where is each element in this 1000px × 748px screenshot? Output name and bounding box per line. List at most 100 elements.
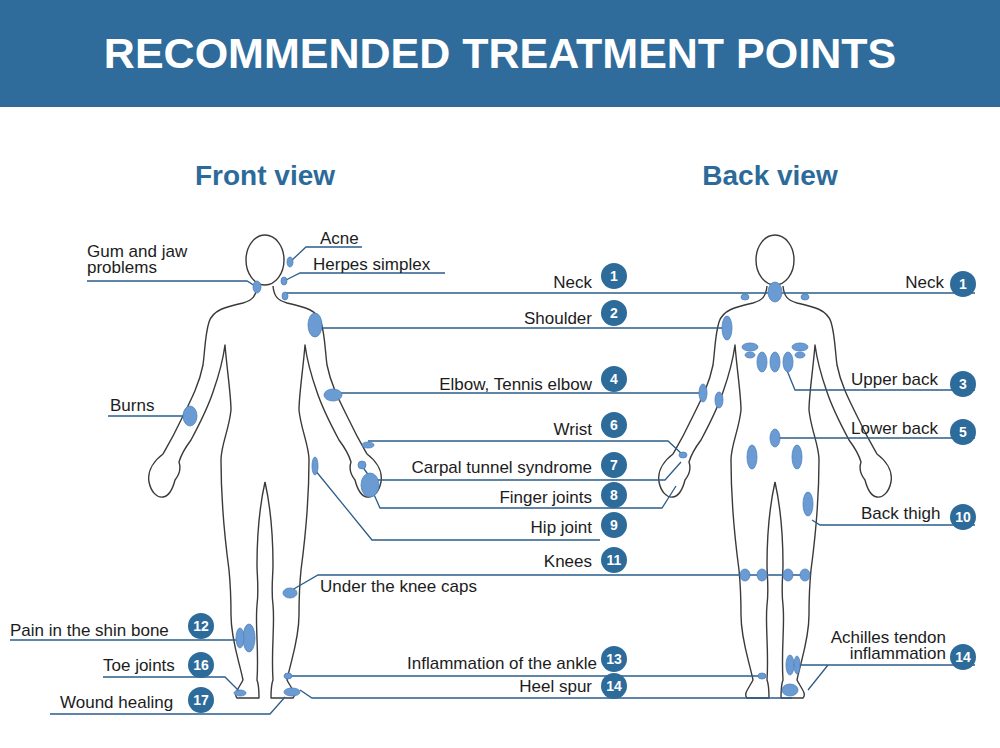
treatment-point [783, 352, 793, 372]
callout-number: 14 [601, 673, 627, 699]
treatment-label: Acne [320, 229, 359, 248]
back-figure [659, 235, 892, 698]
leader-line [87, 281, 257, 287]
treatment-label: Back thigh [861, 504, 940, 523]
leader-line [775, 437, 975, 438]
leader-line [286, 273, 445, 280]
callout-number: 2 [601, 300, 627, 326]
treatment-label: Herpes simplex [313, 255, 430, 274]
treatment-point [740, 569, 750, 581]
treatment-point [747, 445, 757, 469]
treatment-label: Gum and jaw problems [87, 244, 207, 276]
treatment-point [358, 461, 366, 469]
leader-line [103, 677, 240, 692]
treatment-label: Elbow, Tennis elbow [439, 375, 592, 394]
treatment-label: Toe joints [103, 656, 175, 675]
callout-number: 1 [950, 271, 976, 297]
treatment-point [183, 406, 197, 426]
treatment-point [679, 452, 687, 458]
treatment-point [308, 313, 322, 337]
treatment-point [768, 282, 782, 302]
treatment-point [312, 457, 318, 475]
treatment-label: Heel spur [519, 677, 592, 696]
treatment-point [234, 690, 246, 696]
leader-line [315, 470, 600, 540]
leader-line [318, 327, 725, 328]
treatment-label: Lower back [851, 419, 938, 438]
treatment-point [757, 569, 767, 581]
callout-number: 5 [950, 419, 976, 445]
leader-line [10, 639, 240, 640]
treatment-point [745, 352, 755, 358]
callout-number: 14 [950, 644, 976, 670]
treatment-point [722, 316, 732, 340]
leader-line [108, 415, 185, 416]
treatment-point [253, 281, 261, 293]
treatment-label: Wound healing [60, 693, 173, 712]
treatment-point [742, 343, 758, 351]
treatment-label: Knees [544, 552, 592, 571]
treatment-label: Upper back [851, 370, 938, 389]
treatment-point [281, 277, 287, 285]
treatment-point [287, 257, 293, 267]
treatment-label: Neck [905, 273, 944, 292]
treatment-label: Burns [110, 396, 154, 415]
treatment-point [792, 445, 802, 469]
treatment-point [324, 389, 342, 401]
title-band [0, 0, 1000, 107]
treatment-point [783, 569, 793, 581]
treatment-label: Pain in the shin bone [10, 621, 169, 640]
treatment-point [770, 352, 780, 372]
callout-number: 3 [950, 371, 976, 397]
front-figure [149, 235, 382, 698]
treatment-label: Carpal tunnel syndrome [412, 458, 592, 477]
treatment-point [770, 429, 780, 447]
leader-line [372, 486, 676, 508]
treatment-point [786, 655, 794, 675]
callout-number: 10 [950, 504, 976, 530]
treatment-point [794, 656, 800, 674]
treatment-point [800, 569, 810, 581]
callout-number: 1 [601, 263, 627, 289]
treatment-label: Neck [553, 273, 592, 292]
treatment-point [715, 392, 723, 408]
view-heading: Back view [702, 160, 837, 192]
treatment-point [283, 588, 297, 598]
treatment-point [795, 352, 805, 358]
treatment-point [236, 628, 244, 648]
treatment-label: Finger joints [499, 488, 592, 507]
treatment-label: Under the knee caps [320, 577, 477, 596]
treatment-point [699, 384, 707, 402]
treatment-label: Inflammation of the ankle [407, 654, 597, 673]
leader-line [368, 441, 683, 455]
treatment-point [243, 624, 255, 652]
callout-number: 7 [601, 452, 627, 478]
callout-number: 8 [601, 482, 627, 508]
callout-number: 11 [601, 547, 627, 573]
treatment-point [782, 684, 798, 696]
callout-number: 12 [188, 613, 214, 639]
callout-number: 17 [188, 687, 214, 713]
callout-number: 4 [601, 366, 627, 392]
leader-line [786, 368, 975, 390]
treatment-label: Shoulder [524, 309, 592, 328]
treatment-point [741, 294, 749, 300]
treatment-point [361, 473, 379, 497]
callout-number: 13 [601, 646, 627, 672]
callout-number: 16 [188, 652, 214, 678]
treatment-label: Achilles tendon inflammation [814, 630, 946, 662]
head-outline [246, 235, 284, 285]
body-outline [659, 286, 775, 698]
callout-number: 6 [601, 412, 627, 438]
treatment-point [282, 292, 288, 300]
treatment-point [757, 352, 767, 372]
treatment-label: Wrist [554, 420, 592, 439]
treatment-label: Hip joint [531, 518, 592, 537]
treatment-point [284, 688, 300, 696]
treatment-point [362, 442, 374, 448]
treatment-point [803, 492, 813, 516]
treatment-point [801, 294, 809, 300]
treatment-point [284, 673, 292, 679]
leader-lines [10, 247, 975, 714]
